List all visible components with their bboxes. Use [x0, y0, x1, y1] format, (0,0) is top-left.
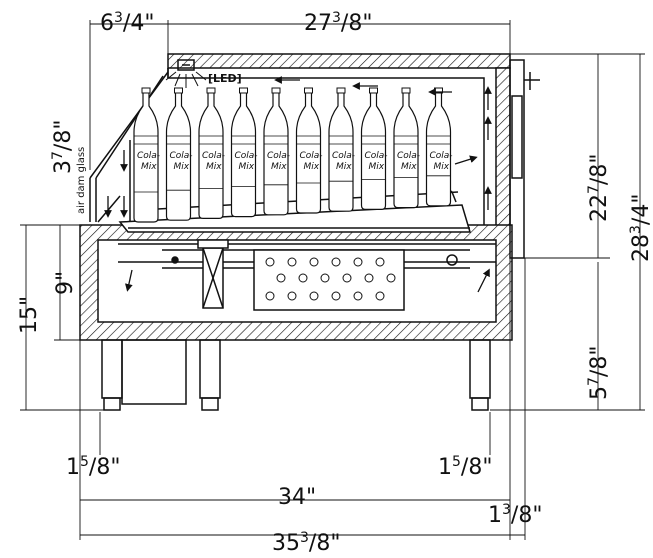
bottle-label: Mix [304, 162, 320, 172]
dimension-text: 63/4" 273/8" 37/8" air dam glass 9" 15" … [17, 10, 653, 556]
bottle: Cola-Mix [295, 87, 323, 214]
coil-tube [309, 291, 319, 301]
bottle: Cola-Mix [133, 87, 160, 223]
dim-left-leg-offset: 15/8" [66, 454, 120, 480]
dim-top-width: 273/8" [304, 10, 372, 36]
bottle: Cola-Mix [328, 87, 355, 212]
dimension-lines [20, 20, 645, 540]
coil-tube [375, 291, 385, 301]
led-fixture [177, 59, 195, 71]
coil-tube [265, 257, 275, 267]
led-label: [LED] [208, 72, 242, 85]
roof-insulation [167, 53, 511, 69]
coil-tube [331, 291, 341, 301]
bottle-label: Cola- [300, 151, 323, 161]
bottle-label: Mix [401, 162, 417, 172]
bottle-label: Cola- [267, 151, 290, 161]
bottles: Cola-MixCola-MixCola-MixCola-MixCola-Mix… [133, 87, 453, 223]
bottle-label: Mix [434, 162, 450, 172]
bottle-label: Mix [141, 162, 157, 172]
bottle: Cola-Mix [393, 87, 420, 209]
dim-leg-height: 57/8" [586, 346, 612, 400]
bottle-label: Cola- [137, 151, 160, 161]
bottle-label: Cola- [170, 151, 193, 161]
leg-front [101, 339, 123, 399]
bottle: Cola-Mix [360, 87, 388, 210]
bottle: Cola-Mix [165, 87, 193, 221]
dim-top-left: 63/4" [100, 10, 154, 36]
coil-tube [298, 273, 308, 283]
coil-tube [375, 257, 385, 267]
led-rays [165, 71, 207, 88]
dim-body-width: 34" [278, 485, 316, 510]
coil-tube [287, 291, 297, 301]
air-dam-glass-label: air dam glass [76, 147, 87, 214]
bottle-label: Mix [206, 162, 222, 172]
coil-tube [364, 273, 374, 283]
dim-right-leg-offset: 15/8" [438, 454, 492, 480]
bottle-label: Mix [369, 162, 385, 172]
compressor-box [121, 339, 187, 405]
bottle-label: Cola- [202, 151, 225, 161]
bottle-label: Cola- [235, 151, 258, 161]
coil-tube [353, 257, 363, 267]
bottle-label: Mix [239, 162, 255, 172]
leg-rear [469, 339, 491, 399]
coil-tube [353, 291, 363, 301]
dim-total-height: 283/4" [628, 194, 653, 262]
coil-tube [309, 257, 319, 267]
coil-tube [386, 273, 396, 283]
coil-tube [287, 257, 297, 267]
bottle-label: Cola- [430, 151, 453, 161]
bottle: Cola-Mix [263, 87, 290, 216]
bottle: Cola-Mix [425, 87, 453, 207]
coil-tube [276, 273, 286, 283]
coil-tube [331, 257, 341, 267]
coil-tube [265, 291, 275, 301]
dim-right-overhang: 13/8" [488, 502, 542, 528]
bottle: Cola-Mix [230, 87, 258, 218]
bottle-label: Mix [174, 162, 190, 172]
airflow-arrows [104, 76, 492, 293]
bottle-label: Mix [271, 162, 287, 172]
coil-tube [342, 273, 352, 283]
bottle: Cola-Mix [198, 87, 225, 219]
bottle-label: Cola- [332, 151, 355, 161]
dim-air-dam: 37/8" [50, 120, 76, 174]
dim-cabinet-height: 227/8" [586, 154, 612, 222]
dim-total-width: 353/8" [272, 530, 340, 556]
front-glass [89, 71, 169, 179]
leg-middle [199, 339, 221, 399]
coil-tube [320, 273, 330, 283]
bottle-label: Cola- [397, 151, 420, 161]
rear-door [509, 59, 525, 259]
dim-base-height: 15" [17, 296, 42, 334]
coil-dots [265, 257, 396, 301]
bottle-label: Cola- [365, 151, 388, 161]
bottle-label: Mix [336, 162, 352, 172]
dim-lower-inner: 9" [53, 271, 78, 295]
